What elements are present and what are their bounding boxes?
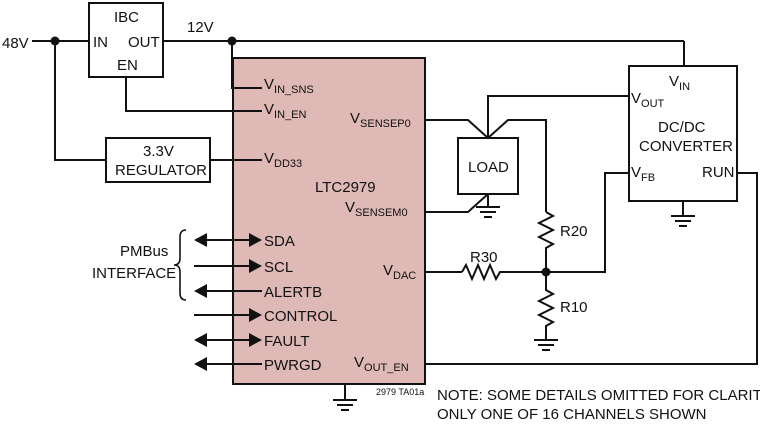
regulator-line1: 3.3V [143, 143, 174, 160]
converter-vout-pin: VOUT [631, 90, 665, 110]
pin-vsensem0: VSENSEM0 [345, 199, 408, 219]
pin-vdac: VDAC [383, 262, 416, 282]
wire-ibc-en-to-vin-en [125, 77, 262, 112]
pmbus-label-line1: PMBus [120, 243, 168, 260]
ibc-title: IBC [114, 9, 139, 26]
regulator-box [105, 137, 211, 183]
r30-label: R30 [470, 249, 498, 266]
scl-input-arrow-icon [194, 259, 262, 273]
note-line2: ONLY ONE OF 16 CHANNELS SHOWN [437, 406, 707, 423]
wire-vsensem0 [425, 193, 489, 213]
converter-title-line2: CONVERTER [639, 138, 733, 155]
ibc-in-pin: IN [93, 34, 108, 51]
pin-alertb: ALERTB [264, 284, 322, 301]
converter-run-pin: RUN [702, 164, 735, 181]
ic-ground-icon [333, 384, 357, 411]
wire-vout-en-to-run [425, 172, 758, 365]
alertb-output-arrow-icon [194, 284, 262, 298]
load-ground-icon [476, 194, 500, 218]
ltc2979-ic-body [232, 57, 426, 385]
wire-feedback-to-vfb [546, 172, 629, 273]
pin-vsensep0: VSENSEP0 [350, 110, 411, 130]
wire-12v-to-vin-sns [231, 41, 262, 89]
wire-vout-to-load [487, 95, 629, 138]
load-box [457, 137, 519, 195]
rail-12v-label: 12V [187, 19, 214, 36]
pmbus-label-line2: INTERFACE [92, 265, 176, 282]
wire-load-to-r20 [487, 119, 547, 212]
pin-scl: SCL [264, 259, 293, 276]
resistor-r20-icon [536, 211, 556, 272]
note-line1: NOTE: SOME DETAILS OMITTED FOR CLARITY [437, 387, 760, 404]
wire-vsensep0 [425, 119, 489, 139]
r10-ground-icon [534, 339, 558, 351]
fault-bidirectional-arrow-icon [194, 333, 262, 347]
converter-title-line1: DC/DC [658, 119, 706, 136]
wire-48v-to-regulator [54, 41, 106, 161]
converter-vfb-pin: VFB [631, 164, 655, 184]
load-label: LOAD [468, 159, 509, 176]
control-input-arrow-icon [194, 308, 262, 322]
ibc-out-pin: OUT [128, 34, 160, 51]
resistor-r10-icon [536, 272, 556, 340]
pin-sda: SDA [264, 233, 295, 250]
resistor-r30-icon [461, 262, 546, 282]
supply-48v-label: 48V [2, 35, 29, 52]
ic-part-name: LTC2979 [315, 179, 376, 196]
pin-vout-en: VOUT_EN [354, 354, 409, 374]
ic-part-code: 2979 TA01a [376, 387, 424, 397]
pwrgd-output-arrow-icon [194, 357, 262, 371]
pin-fault: FAULT [264, 333, 310, 350]
pmbus-brace-icon [173, 229, 187, 301]
pin-pwrgd: PWRGD [264, 357, 322, 374]
r10-label: R10 [560, 299, 588, 316]
pin-vin-en: VIN_EN [264, 101, 306, 121]
sda-bidirectional-arrow-icon [194, 233, 262, 247]
ibc-en-pin: EN [117, 57, 138, 74]
converter-ground-icon [671, 201, 695, 227]
pin-vdd33: VDD33 [264, 150, 302, 170]
regulator-line2: REGULATOR [115, 162, 207, 179]
converter-vin-pin: VIN [669, 73, 690, 93]
pin-control: CONTROL [264, 308, 337, 325]
pin-vin-sns: VIN_SNS [264, 76, 314, 96]
r20-label: R20 [560, 223, 588, 240]
